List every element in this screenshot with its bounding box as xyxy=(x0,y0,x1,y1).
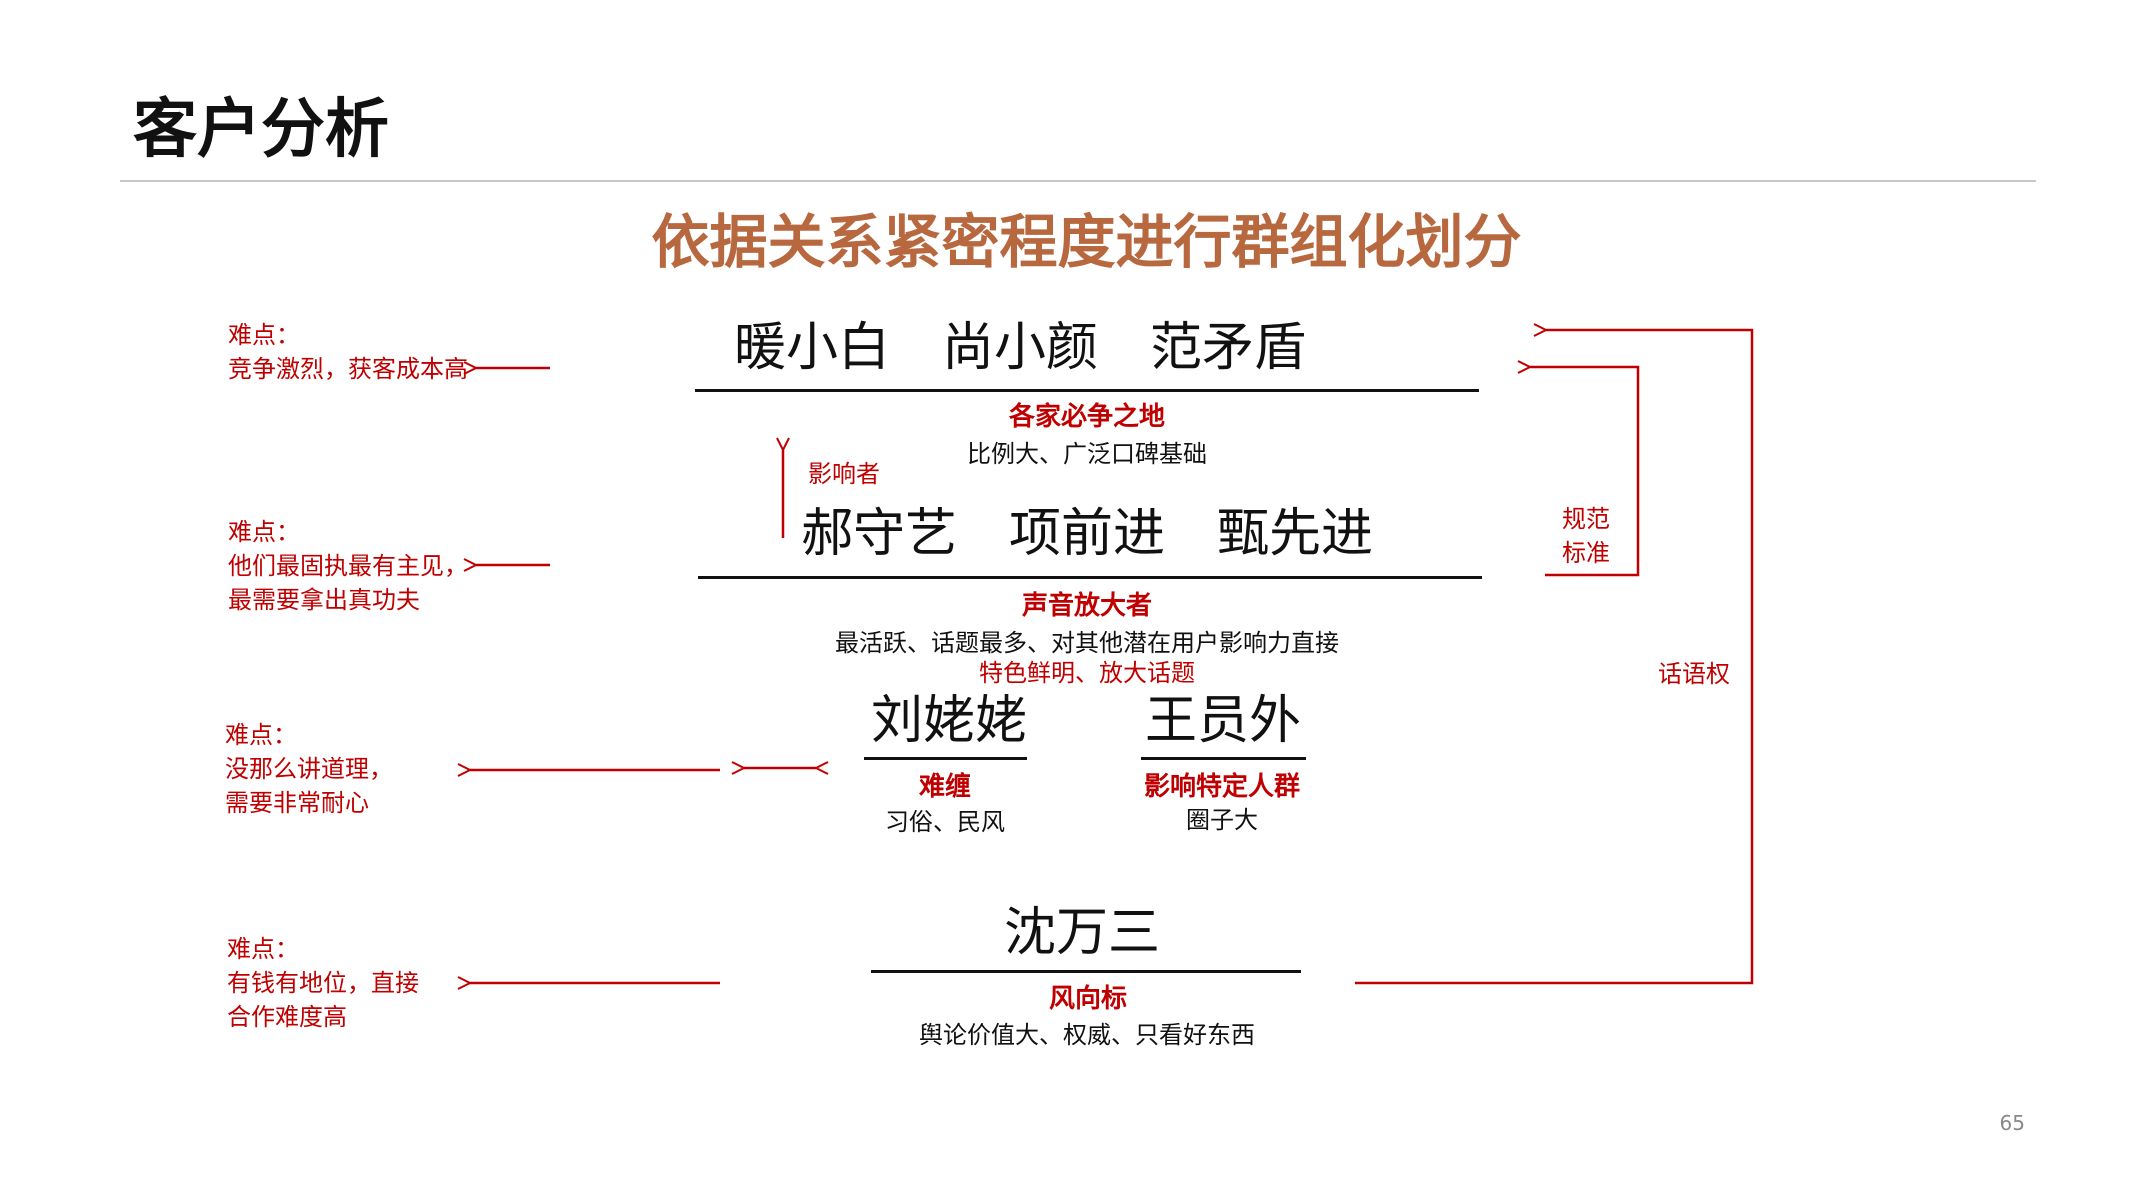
tier-3-left-name: 刘姥姥 xyxy=(870,691,1028,751)
difficulty-1-label: 难点： xyxy=(228,321,300,349)
difficulty-3: 难点： 没那么讲道理， 需要非常耐心 xyxy=(225,718,393,820)
difficulty-2-line-1: 他们最固执最有主见， xyxy=(228,552,468,580)
difficulty-4-label: 难点： xyxy=(227,935,299,963)
title-divider xyxy=(120,180,2036,182)
tier-4-desc: 舆论价值大、权威、只看好东西 xyxy=(919,1021,1255,1049)
difficulty-4-line-2: 合作难度高 xyxy=(227,1003,347,1031)
difficulty-1-line-1: 竞争激烈，获客成本高 xyxy=(228,355,468,383)
tier-3-right-rule xyxy=(1141,757,1306,760)
tier-2-desc: 最活跃、话题最多、对其他潜在用户影响力直接 xyxy=(835,629,1339,657)
norm-label-line-2: 标准 xyxy=(1562,539,1610,567)
tier-1-desc: 比例大、广泛口碑基础 xyxy=(967,440,1207,468)
tier-4-heading: 风向标 xyxy=(1048,984,1128,1014)
difficulty-4: 难点： 有钱有地位，直接 合作难度高 xyxy=(227,932,419,1034)
discourse-label: 话语权 xyxy=(1658,660,1730,688)
tier-2-note: 特色鲜明、放大话题 xyxy=(979,659,1195,687)
tier-1-rule xyxy=(695,389,1479,392)
tier-3-left-desc: 习俗、民风 xyxy=(885,808,1005,836)
difficulty-2-label: 难点： xyxy=(228,518,300,546)
tier-1-heading: 各家必争之地 xyxy=(1008,402,1166,432)
norm-label-line-1: 规范 xyxy=(1562,505,1610,533)
tier-3-right-desc: 圈子大 xyxy=(1186,806,1258,834)
tier-4-names: 沈万三 xyxy=(1003,903,1161,963)
tier-3-left-heading: 难缠 xyxy=(918,772,972,802)
difficulty-2-line-2: 最需要拿出真功夫 xyxy=(228,586,420,614)
norm-bracket xyxy=(1530,367,1640,577)
difficulty-2: 难点： 他们最固执最有主见， 最需要拿出真功夫 xyxy=(228,515,468,617)
page-number: 65 xyxy=(1999,1111,2025,1135)
difficulty-4-line-1: 有钱有地位，直接 xyxy=(227,969,419,997)
page-title: 客户分析 xyxy=(133,93,389,167)
influencer-label: 影响者 xyxy=(808,460,880,488)
tier-3-right-heading: 影响特定人群 xyxy=(1143,772,1301,802)
tier-4-rule xyxy=(871,970,1301,973)
diagram-subtitle: 依据关系紧密程度进行群组化划分 xyxy=(651,208,1522,276)
tier-2-names: 郝守艺 项前进 甄先进 xyxy=(800,504,1374,564)
tier-3-left-rule xyxy=(864,757,1027,760)
difficulty-1: 难点： 竞争激烈，获客成本高 xyxy=(228,318,468,386)
difficulty-3-label: 难点： xyxy=(225,721,297,749)
tier-3-right-name: 王员外 xyxy=(1144,691,1302,751)
tier-2-heading: 声音放大者 xyxy=(1021,591,1153,621)
discourse-bracket xyxy=(1355,330,1754,985)
difficulty-3-line-1: 没那么讲道理， xyxy=(225,755,393,783)
tier-2-rule xyxy=(698,576,1482,579)
tier-1-names: 暖小白 尚小颜 范矛盾 xyxy=(733,318,1307,378)
difficulty-3-line-2: 需要非常耐心 xyxy=(225,789,369,817)
norm-label: 规范 标准 xyxy=(1562,502,1610,570)
